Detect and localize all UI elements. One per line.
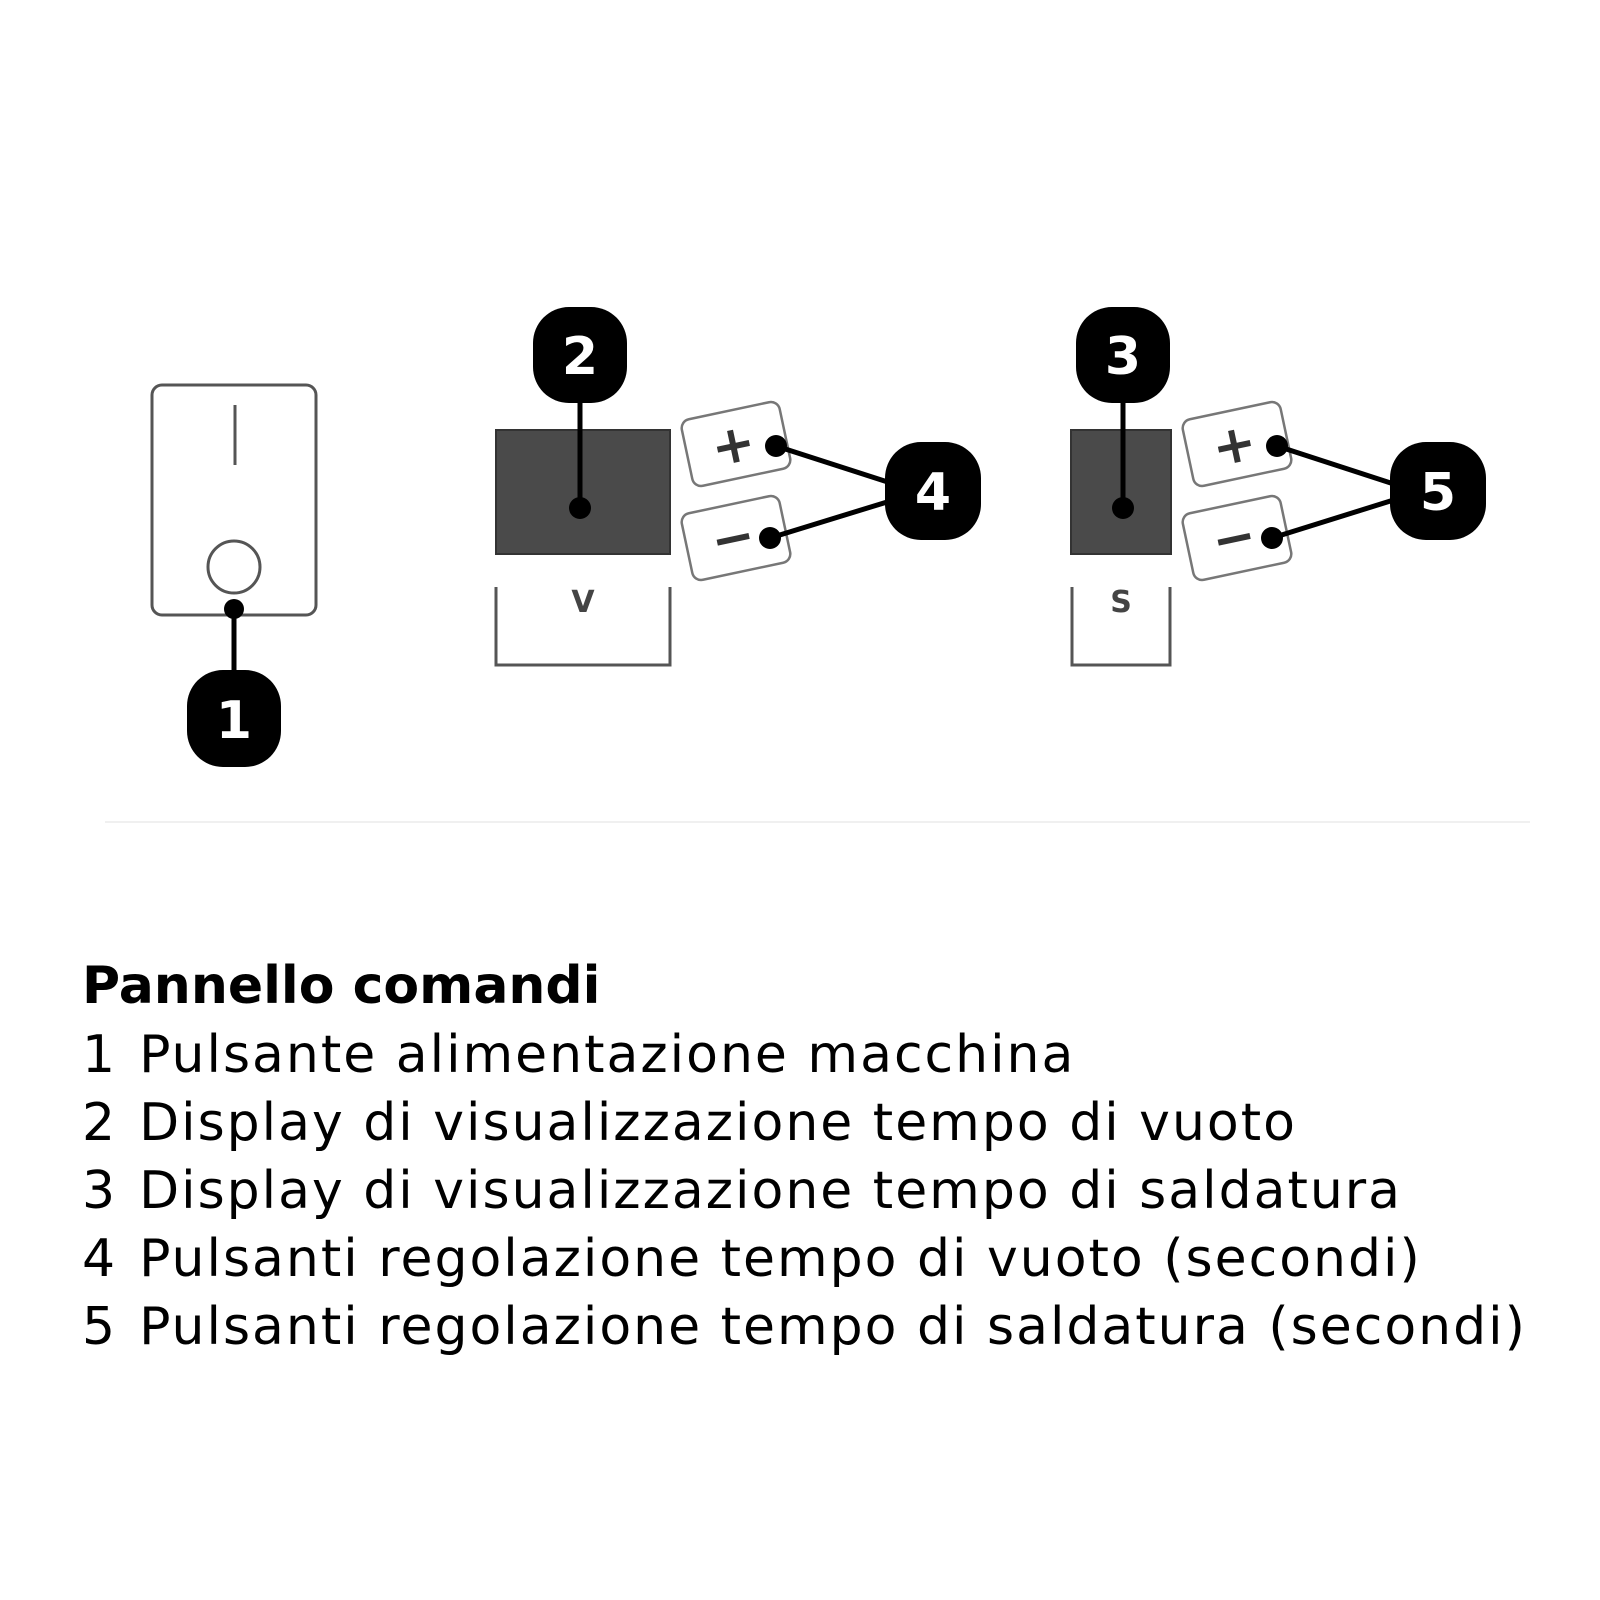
legend-item: 4 Pulsanti regolazione tempo di vuoto (se… (82, 1225, 1562, 1293)
callout-1-number: 1 (216, 691, 252, 751)
vacuum-time-display (495, 429, 671, 555)
legend-item-number: 2 (82, 1093, 118, 1153)
callout-3: 3 (1076, 307, 1170, 403)
leader-line-4 (759, 435, 901, 549)
power-switch (150, 383, 318, 617)
callout-2: 2 (533, 307, 627, 403)
leader-line-2 (569, 395, 591, 519)
callout-4-number: 4 (915, 463, 951, 523)
legend-item-text: Display di visualizzazione tempo di sald… (139, 1161, 1403, 1221)
power-off-mark (206, 539, 262, 595)
seal-label-bracket: S (1070, 585, 1172, 667)
vacuum-minus-button[interactable]: − (680, 494, 792, 582)
legend-item-text: Pulsanti regolazione tempo di vuoto (sec… (139, 1229, 1422, 1289)
legend-item: 1 Pulsante alimentazione macchina (82, 1021, 1562, 1089)
legend-item-number: 1 (82, 1025, 118, 1085)
callout-1: 1 (187, 670, 281, 767)
legend-item-text: Pulsante alimentazione macchina (139, 1025, 1076, 1085)
leader-line-1 (224, 599, 244, 680)
callout-2-number: 2 (562, 327, 598, 387)
leader-line-3 (1112, 395, 1134, 519)
legend-item: 2 Display di visualizzazione tempo di vuo… (82, 1089, 1562, 1157)
callout-4: 4 (885, 442, 981, 540)
legend-item-text: Display di visualizzazione tempo di vuot… (139, 1093, 1297, 1153)
seal-letter: S (1110, 585, 1132, 620)
callout-5-number: 5 (1420, 463, 1456, 523)
legend-item: 3 Display di visualizzazione tempo di sal… (82, 1157, 1562, 1225)
seal-plus-button[interactable]: + (1181, 400, 1293, 488)
legend-item-number: 5 (82, 1297, 118, 1357)
vacuum-letter: V (571, 585, 595, 620)
seal-minus-button[interactable]: − (1181, 494, 1293, 582)
vacuum-plus-button[interactable]: + (680, 400, 792, 488)
legend-item-number: 3 (82, 1161, 118, 1221)
vacuum-label-bracket: V (494, 585, 672, 667)
callout-5: 5 (1390, 442, 1486, 540)
leader-line-5 (1261, 435, 1401, 549)
control-panel-diagram: 1 V 2 + − 4 S (105, 307, 1530, 823)
legend: Pannello comandi 1 Pulsante alimentazione… (82, 955, 1562, 1361)
callout-3-number: 3 (1105, 327, 1141, 387)
legend-item-number: 4 (82, 1229, 118, 1289)
legend-title: Pannello comandi (82, 956, 601, 1016)
legend-item: 5 Pulsanti regolazione tempo di saldatura… (82, 1293, 1562, 1361)
legend-item-text: Pulsanti regolazione tempo di saldatura … (139, 1297, 1527, 1357)
